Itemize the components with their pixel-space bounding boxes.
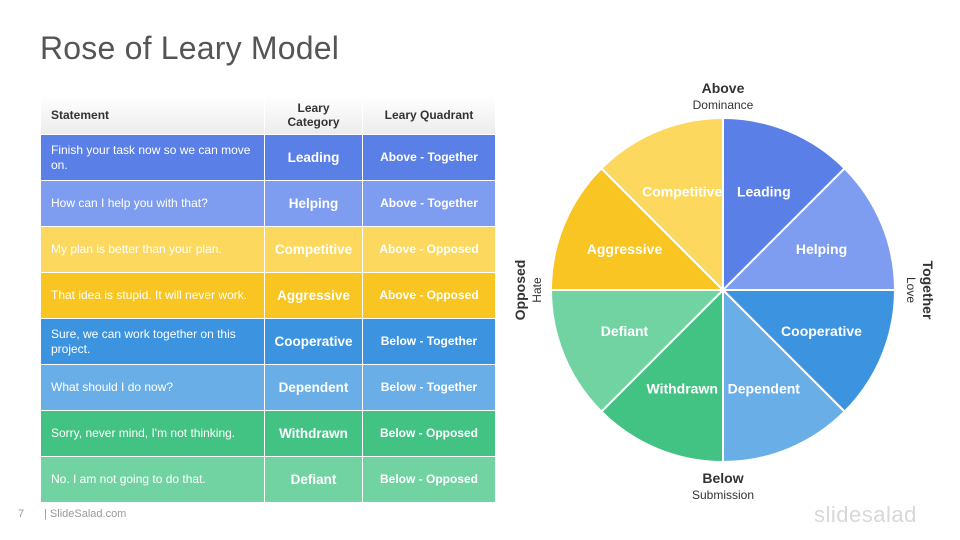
category-cell: Helping	[264, 180, 363, 227]
wheel-label-leading: Leading	[737, 184, 791, 200]
quadrant-cell: Below - Together	[362, 318, 496, 365]
wheel-label-helping: Helping	[796, 241, 847, 257]
category-cell: Cooperative	[264, 318, 363, 365]
wheel-label-defiant: Defiant	[601, 323, 649, 339]
statement-cell: No. I am not going to do that.	[40, 456, 265, 503]
table-row: That idea is stupid. It will never work.…	[40, 272, 496, 319]
statement-cell: How can I help you with that?	[40, 180, 265, 227]
axis-hate-label: Hate	[530, 277, 544, 303]
category-cell: Withdrawn	[264, 410, 363, 457]
quadrant-cell: Below - Opposed	[362, 456, 496, 503]
wheel-label-cooperative: Cooperative	[781, 323, 862, 339]
axis-together-label: Together	[920, 261, 936, 320]
table-row: Sorry, never mind, I'm not thinking.With…	[40, 410, 496, 457]
wheel-label-withdrawn: Withdrawn	[646, 381, 717, 397]
wheel-segment-aggressive	[549, 166, 726, 291]
wheel-segment-helping	[720, 166, 897, 291]
axis-above-label: Above	[702, 80, 745, 96]
category-cell: Defiant	[264, 456, 363, 503]
slide-title: Rose of Leary Model	[40, 30, 340, 66]
slidesalad-logo: slidesalad	[814, 502, 917, 527]
quadrant-cell: Above - Opposed	[362, 226, 496, 273]
quadrant-cell: Above - Together	[362, 180, 496, 227]
page-number: 7	[18, 508, 25, 520]
table-row: Sure, we can work together on this proje…	[40, 318, 496, 365]
axis-submission-label: Submission	[692, 488, 754, 502]
wheel-segment-defiant	[549, 289, 726, 414]
statement-cell: Finish your task now so we can move on.	[40, 134, 265, 181]
wheel-segment-dependent	[722, 287, 847, 464]
wheel-segment-leading	[722, 116, 847, 293]
axis-below-label: Below	[702, 470, 743, 486]
category-cell: Leading	[264, 134, 363, 181]
category-cell: Competitive	[264, 226, 363, 273]
statement-cell: My plan is better than your plan.	[40, 226, 265, 273]
wheel-segment-competitive	[599, 116, 724, 293]
footer-site: | SlideSalad.com	[44, 508, 127, 520]
header-statement: Statement	[40, 96, 265, 135]
header-quadrant: Leary Quadrant	[362, 96, 496, 135]
axis-opposed-label: Opposed	[512, 260, 528, 321]
wheel-segment-withdrawn	[599, 287, 724, 464]
wheel-label-aggressive: Aggressive	[587, 241, 663, 257]
axis-dominance-label: Dominance	[693, 98, 754, 112]
statement-cell: Sure, we can work together on this proje…	[40, 318, 265, 365]
quadrant-cell: Above - Together	[362, 134, 496, 181]
statement-cell: Sorry, never mind, I'm not thinking.	[40, 410, 265, 457]
wheel-label-competitive: Competitive	[642, 184, 722, 200]
table-row: Finish your task now so we can move on.L…	[40, 134, 496, 181]
statement-cell: What should I do now?	[40, 364, 265, 411]
quadrant-cell: Above - Opposed	[362, 272, 496, 319]
table-row: My plan is better than your plan.Competi…	[40, 226, 496, 273]
category-cell: Aggressive	[264, 272, 363, 319]
axis-love-label: Love	[904, 277, 918, 303]
statement-cell: That idea is stupid. It will never work.	[40, 272, 265, 319]
category-cell: Dependent	[264, 364, 363, 411]
wheel-segment-cooperative	[720, 289, 897, 414]
wheel-label-dependent: Dependent	[728, 381, 801, 397]
